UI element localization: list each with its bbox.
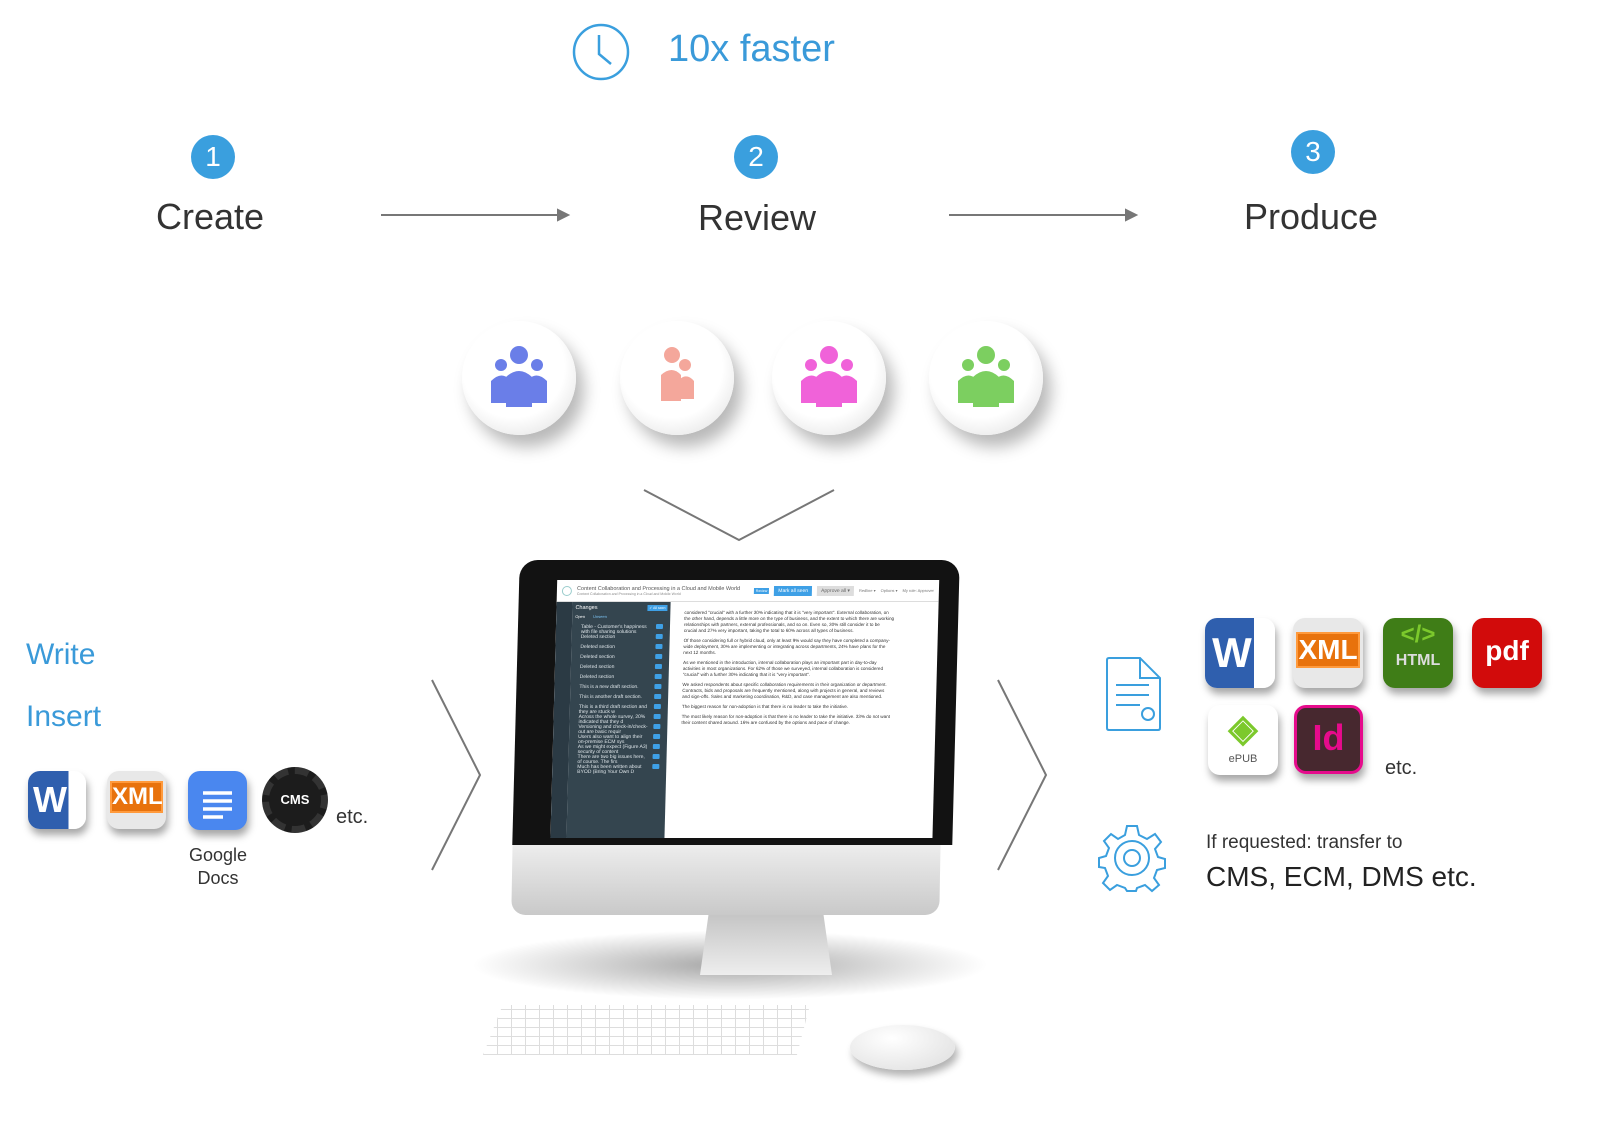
redline-menu[interactable]: Redline ▾ bbox=[858, 588, 876, 593]
monitor-chin bbox=[511, 835, 941, 915]
app-header: Content Collaboration and Processing in … bbox=[556, 580, 940, 602]
monitor-bezel: Content Collaboration and Processing in … bbox=[512, 560, 960, 845]
monitor-screen: Content Collaboration and Processing in … bbox=[550, 580, 940, 838]
document-paragraph: The biggest reason for non-adoption is t… bbox=[681, 704, 849, 709]
step-number-2: 2 bbox=[734, 135, 778, 179]
cms-app-icon: CMS bbox=[262, 767, 328, 833]
change-item[interactable]: Deleted section bbox=[574, 652, 666, 662]
chevron-right-right bbox=[997, 679, 1048, 871]
pair-icon bbox=[661, 347, 694, 401]
output-etc: etc. bbox=[1385, 757, 1418, 779]
role-label: My role: Approver bbox=[902, 588, 934, 593]
group-icon bbox=[958, 346, 1014, 407]
changes-list: Table - Customer's happiness with file s… bbox=[571, 622, 667, 775]
xml-app-icon: XML bbox=[107, 771, 166, 829]
document-paragraph: As we mentioned in the introduction, int… bbox=[682, 660, 884, 677]
word-format-icon: W bbox=[1205, 618, 1275, 688]
change-item[interactable]: This is another draft section. bbox=[573, 692, 665, 702]
transfer-targets: CMS, ECM, DMS etc. bbox=[1206, 861, 1477, 892]
reviewer-group-3 bbox=[772, 321, 886, 435]
insert-label: Insert bbox=[26, 700, 102, 733]
change-item[interactable]: Versioning and check-in/check-out are ba… bbox=[572, 722, 664, 735]
chevron-down bbox=[643, 489, 835, 542]
group-icon bbox=[801, 346, 857, 407]
changes-panel: Changes ✓ All seen Open Unseen Table - Cus… bbox=[566, 602, 671, 838]
tagline: 10x faster bbox=[668, 28, 835, 70]
epub-format-icon: ◈ePUB bbox=[1208, 705, 1278, 775]
mark-all-seen-button[interactable]: Mark all seen bbox=[774, 585, 813, 596]
indesign-format-icon: Id bbox=[1294, 705, 1363, 774]
reviewer-group-4 bbox=[929, 321, 1043, 435]
gear-icon bbox=[1098, 825, 1166, 893]
change-item[interactable]: This is a new draft section. bbox=[573, 682, 665, 692]
transfer-note: If requested: transfer to bbox=[1206, 832, 1403, 853]
pdf-format-icon: pdf bbox=[1472, 618, 1542, 688]
write-label: Write bbox=[26, 638, 96, 671]
step-number-3: 3 bbox=[1291, 130, 1335, 174]
change-item[interactable]: Across the whole survey, 20% indicated t… bbox=[572, 712, 664, 725]
change-item[interactable]: Deleted section bbox=[574, 672, 666, 682]
change-item[interactable]: Deleted section bbox=[574, 642, 666, 652]
input-etc: etc. bbox=[336, 806, 369, 828]
clock-icon bbox=[572, 23, 630, 81]
document-body: considered "crucial" with a further 30% … bbox=[678, 610, 894, 838]
change-item[interactable]: Deleted section bbox=[574, 662, 666, 672]
word-app-icon: W bbox=[28, 771, 86, 829]
google-docs-app-icon bbox=[188, 771, 247, 830]
doc-title: Content Collaboration and Processing in … bbox=[576, 585, 741, 592]
all-seen-button[interactable]: ✓ All seen bbox=[647, 605, 668, 611]
document-paragraph: The most likely reason for non-adoption … bbox=[681, 714, 891, 725]
step-label-produce: Produce bbox=[1243, 196, 1379, 237]
change-item[interactable]: Deleted section bbox=[575, 632, 667, 642]
step-label-review: Review bbox=[697, 197, 817, 238]
change-item[interactable]: This is a third draft section and they a… bbox=[573, 702, 665, 715]
keyboard bbox=[483, 1005, 810, 1055]
change-item[interactable]: As we might expect (Figure A3) security … bbox=[572, 742, 664, 755]
group-icon bbox=[491, 346, 547, 407]
change-item[interactable]: Users also want to align their on-premis… bbox=[572, 732, 664, 745]
document-paragraph: considered "crucial" with a further 30% … bbox=[683, 610, 895, 633]
tab-unseen[interactable]: Unseen bbox=[592, 614, 607, 619]
review-badge: Review bbox=[753, 587, 770, 594]
mouse bbox=[850, 1025, 955, 1070]
reviewer-group-1 bbox=[462, 321, 576, 435]
reviewer-group-2 bbox=[620, 321, 734, 435]
document-icon bbox=[1106, 657, 1161, 731]
doc-subtitle: Content Collaboration and Processing in … bbox=[576, 591, 681, 596]
step-number-1: 1 bbox=[191, 135, 235, 179]
changes-title: Changes bbox=[575, 605, 598, 611]
change-item[interactable]: Much has been written about BYOD (Bring … bbox=[571, 762, 663, 775]
document-paragraph: We asked respondents about specific coll… bbox=[682, 682, 887, 699]
step-label-create: Create bbox=[155, 196, 265, 237]
options-menu[interactable]: Options ▾ bbox=[880, 588, 898, 593]
approve-all-button[interactable]: Approve all ▾ bbox=[816, 585, 855, 596]
app-logo bbox=[561, 585, 573, 596]
xml-format-icon: XML bbox=[1293, 618, 1363, 688]
document-paragraph: Of those considering full or hybrid clou… bbox=[683, 638, 891, 655]
change-item[interactable]: Table - Customer's happiness with file s… bbox=[575, 622, 667, 635]
html-format-icon: </>HTML bbox=[1383, 618, 1453, 688]
chevron-right-left bbox=[431, 679, 482, 871]
tab-open[interactable]: Open bbox=[575, 614, 586, 619]
change-item[interactable]: There are two big issues here, of course… bbox=[571, 752, 663, 765]
